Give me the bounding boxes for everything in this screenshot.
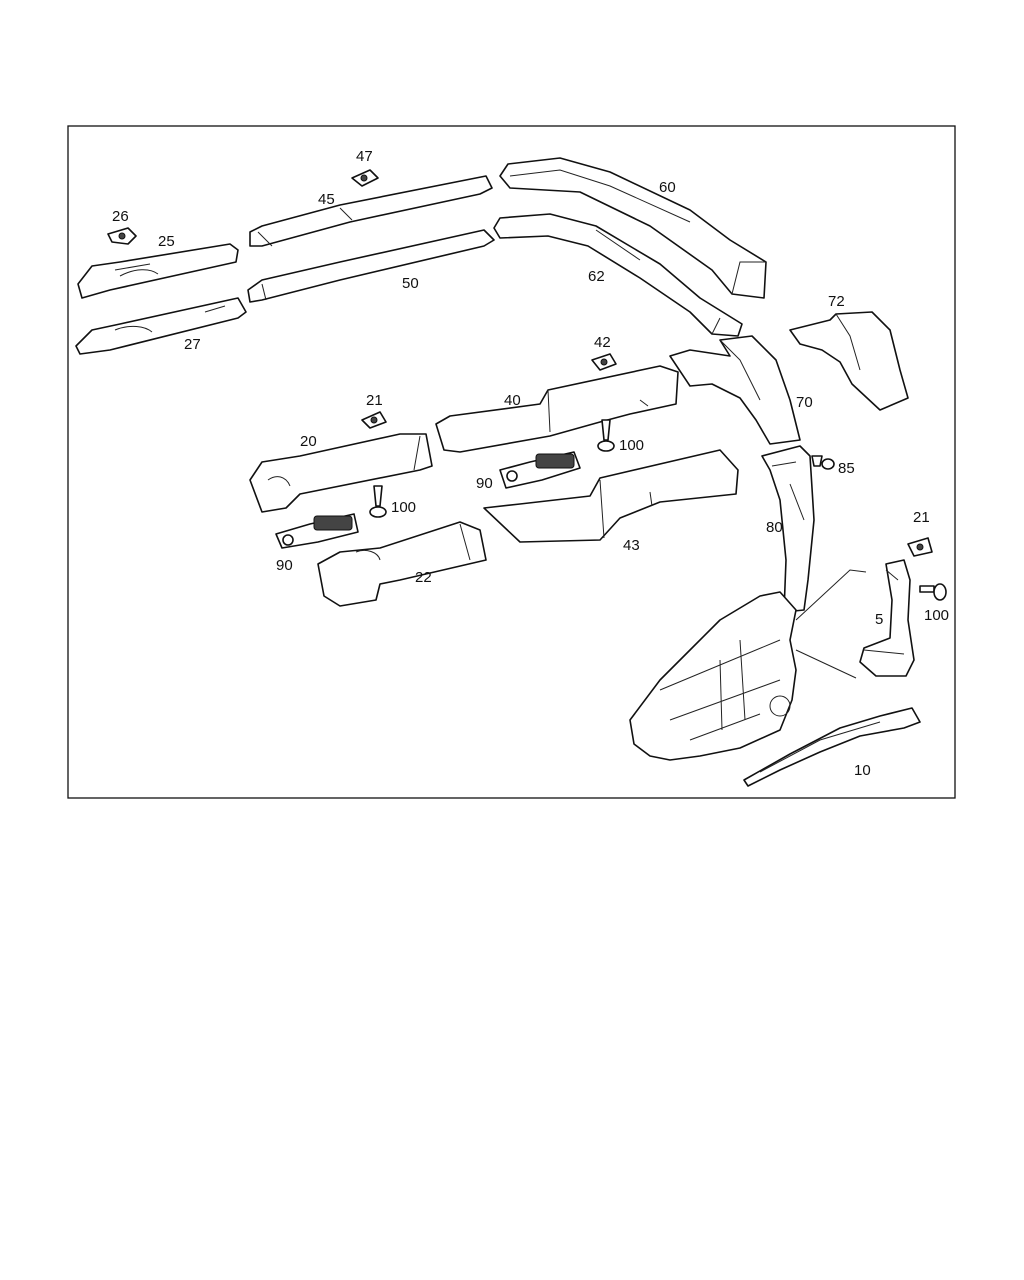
part-45-duct	[249, 175, 493, 247]
part-90-vent-a	[499, 451, 581, 489]
part-21-clip-b	[907, 537, 933, 557]
label-21-a: 21	[366, 392, 383, 409]
part-100-screw-a	[597, 419, 615, 452]
part-25-duct	[77, 243, 239, 299]
label-10: 10	[854, 762, 871, 779]
part-42-clip	[591, 353, 617, 371]
label-70: 70	[796, 394, 813, 411]
part-60-duct	[499, 157, 767, 299]
label-72: 72	[828, 293, 845, 310]
part-100-screw-c	[919, 583, 947, 601]
label-40: 40	[504, 392, 521, 409]
part-62-duct	[493, 213, 743, 337]
label-100-a: 100	[619, 437, 644, 454]
part-40-duct	[435, 365, 679, 453]
diagram-border	[67, 125, 956, 799]
part-27-duct	[75, 297, 247, 355]
label-42: 42	[594, 334, 611, 351]
label-90-a: 90	[476, 475, 493, 492]
part-21-clip-a	[361, 411, 387, 429]
label-43: 43	[623, 537, 640, 554]
label-25: 25	[158, 233, 175, 250]
label-50: 50	[402, 275, 419, 292]
label-62: 62	[588, 268, 605, 285]
part-22-duct	[317, 521, 487, 607]
part-10-strip	[743, 707, 921, 787]
part-50-duct	[247, 229, 495, 303]
label-21-b: 21	[913, 509, 930, 526]
part-5-duct	[859, 559, 915, 677]
part-85-fastener	[811, 455, 835, 470]
part-70-duct	[669, 335, 801, 445]
label-90-b: 90	[276, 557, 293, 574]
label-5: 5	[875, 611, 883, 628]
part-100-screw-b	[369, 485, 387, 518]
label-26: 26	[112, 208, 129, 225]
part-housing-assembly	[629, 569, 867, 761]
label-100-c: 100	[924, 607, 949, 624]
label-80: 80	[766, 519, 783, 536]
label-85: 85	[838, 460, 855, 477]
part-47-nut	[351, 169, 379, 187]
label-47: 47	[356, 148, 373, 165]
label-60: 60	[659, 179, 676, 196]
label-27: 27	[184, 336, 201, 353]
part-80-duct	[761, 445, 815, 613]
label-45: 45	[318, 191, 335, 208]
part-43-duct	[483, 449, 739, 543]
part-72-duct	[789, 311, 909, 411]
label-20: 20	[300, 433, 317, 450]
label-100-b: 100	[391, 499, 416, 516]
part-20-duct	[249, 433, 433, 513]
part-26-clip	[107, 227, 137, 245]
label-22: 22	[415, 569, 432, 586]
part-90-vent-b	[275, 513, 359, 549]
